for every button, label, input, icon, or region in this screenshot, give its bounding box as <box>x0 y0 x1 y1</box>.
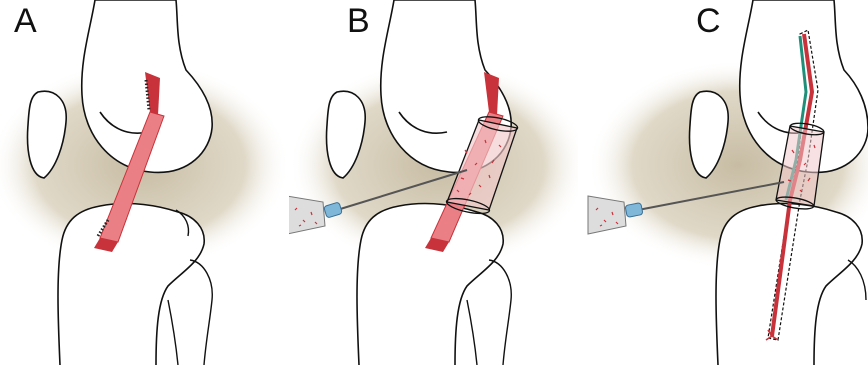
panel-b: B <box>289 0 578 365</box>
panel-b-illustration <box>289 0 578 365</box>
panel-c-illustration <box>578 0 868 365</box>
panel-label-c: C <box>696 4 721 38</box>
tibia <box>716 204 862 365</box>
tibia <box>357 204 503 365</box>
panel-a: A <box>0 0 289 365</box>
panel-label-a: A <box>14 4 37 38</box>
tibia <box>58 204 204 365</box>
panel-a-illustration <box>0 0 289 365</box>
fibula <box>848 260 866 300</box>
panel-label-b: B <box>347 4 370 38</box>
panel-c: C <box>578 0 867 365</box>
needle-hub <box>625 203 643 218</box>
